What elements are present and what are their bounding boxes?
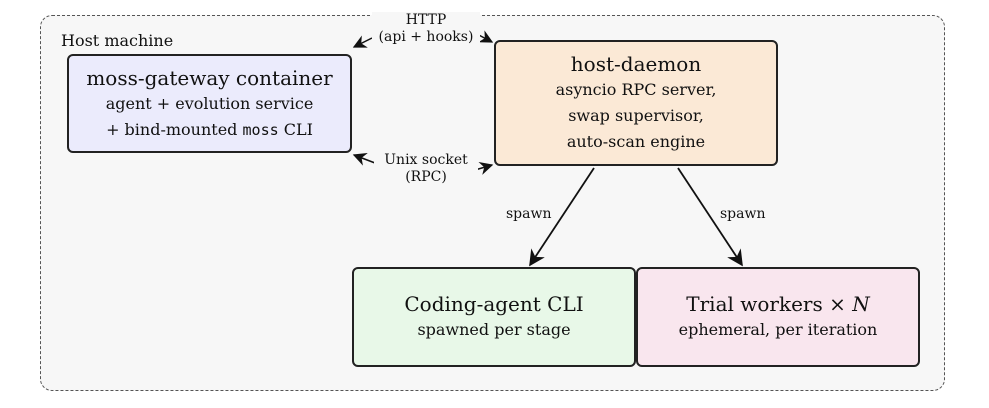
trial-title-var: N [852, 292, 870, 316]
coding-agent-cli-box: Coding-agent CLI spawned per stage [352, 267, 636, 367]
host-machine-label: Host machine [61, 31, 174, 50]
http-edge-label: HTTP (api + hooks) [372, 12, 480, 46]
gateway-line2-suffix: CLI [278, 119, 313, 139]
host-daemon-box: host-daemon asyncio RPC server, swap sup… [494, 40, 778, 166]
http-label-line1: HTTP [405, 12, 447, 28]
gateway-line2-prefix: + bind-mounted [106, 119, 243, 139]
coding-subtitle: spawned per stage [417, 320, 571, 339]
gateway-line2-code: moss [242, 120, 279, 139]
trial-workers-box: Trial workers × N ephemeral, per iterati… [636, 267, 920, 367]
trial-title-prefix: Trial workers × [686, 292, 853, 316]
unix-label-line1: Unix socket [384, 152, 468, 168]
spawn-arrow-trial [677, 167, 743, 267]
gateway-line1: agent + evolution service [105, 93, 314, 113]
gateway-title: moss-gateway container [86, 65, 333, 90]
unix-label-line2: (RPC) [405, 169, 447, 185]
gateway-line2: + bind-mounted moss CLI [106, 117, 313, 143]
daemon-title: host-daemon [570, 52, 702, 76]
http-label-line2: (api + hooks) [378, 29, 474, 45]
coding-title: Coding-agent CLI [404, 292, 584, 316]
unix-arrow-left [352, 153, 376, 166]
daemon-line1: asyncio RPC server, [555, 80, 717, 99]
spawn-label-left: spawn [504, 206, 554, 223]
trial-title: Trial workers × N [686, 291, 869, 317]
daemon-line2: swap supervisor, [568, 106, 704, 125]
spawn-arrow-coding [529, 167, 595, 267]
unix-edge-label: Unix socket (RPC) [374, 152, 478, 186]
http-arrow-left [352, 35, 373, 48]
daemon-line3: auto-scan engine [566, 132, 706, 151]
moss-gateway-container-box: moss-gateway container agent + evolution… [67, 54, 352, 153]
spawn-label-right: spawn [718, 206, 768, 223]
trial-subtitle: ephemeral, per iteration [678, 320, 878, 339]
